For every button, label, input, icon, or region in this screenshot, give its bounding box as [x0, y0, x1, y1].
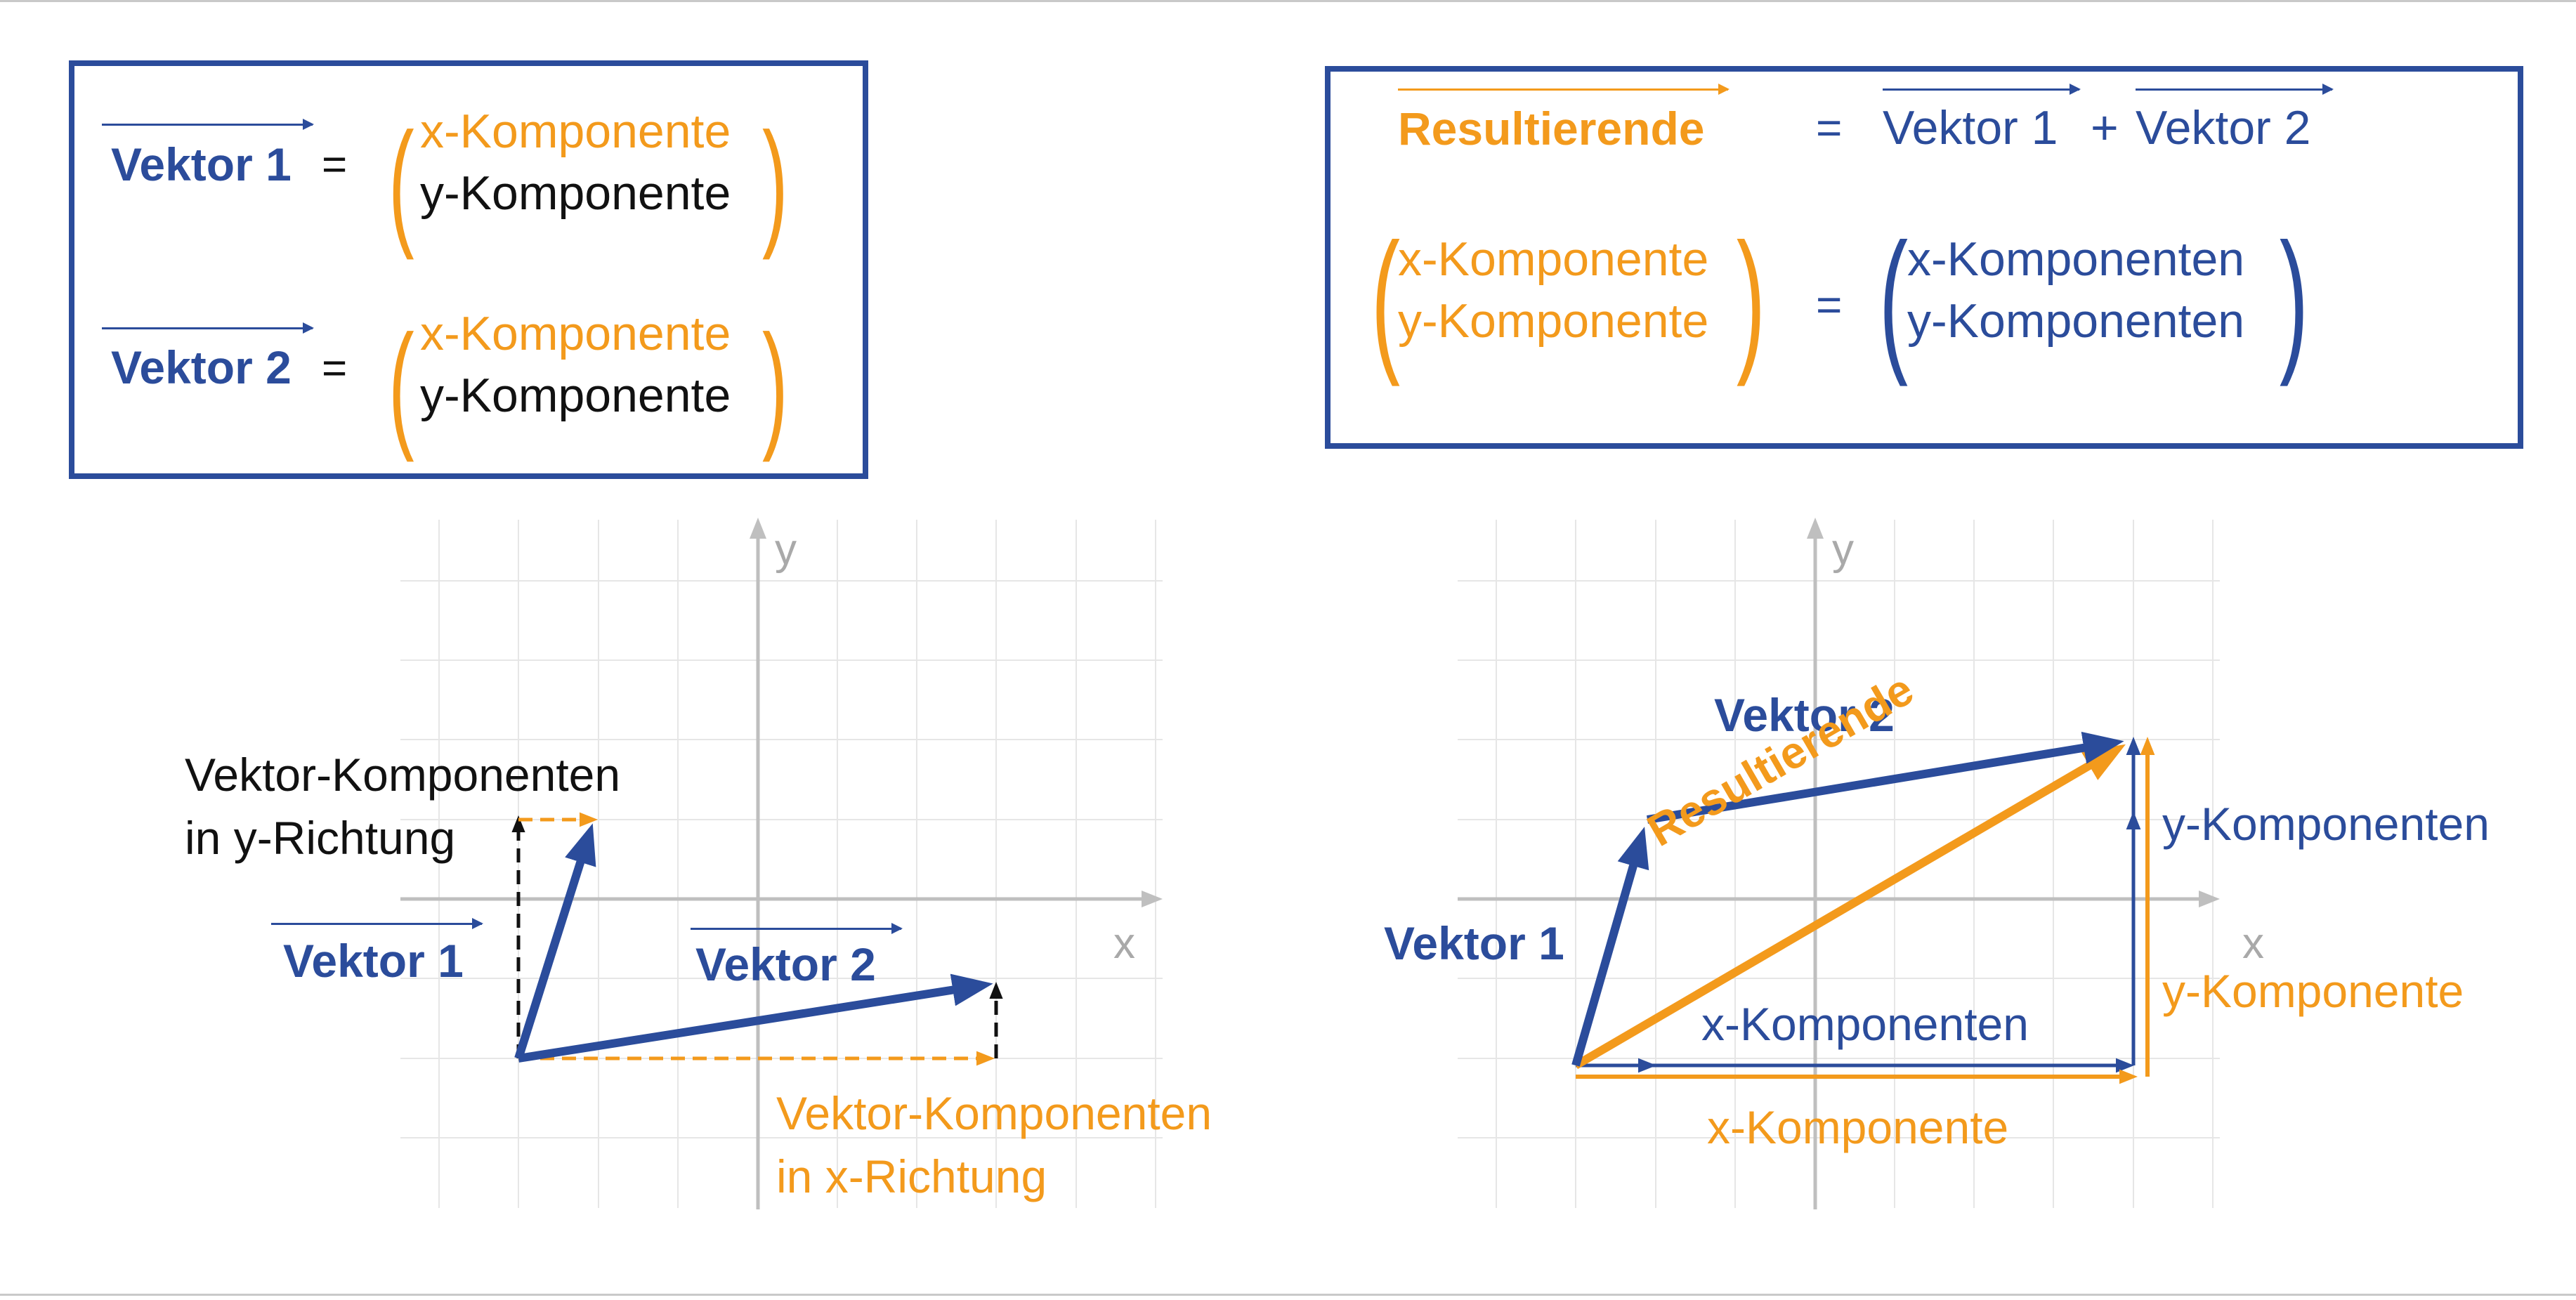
vector-arrow-overline: [102, 119, 314, 130]
right-x-component-label: x-Komponente: [1707, 1101, 2009, 1153]
box1-row2-y-component: y-Komponente: [420, 369, 731, 422]
right-vector-2-arrow: [1647, 731, 2124, 824]
left-diagram: [400, 518, 1163, 1209]
box2-resultant-label: Resultierende: [1398, 103, 1705, 155]
left-x-components-label-line2: in x-Richtung: [776, 1150, 1047, 1202]
box2-left-x-component: x-Komponente: [1398, 232, 1709, 286]
right-vector-1-arrow: [1571, 827, 1649, 1067]
left-vector1-label: Vektor 1: [283, 935, 464, 987]
vector-arrow-overline: [1398, 84, 1730, 95]
left-y-components-label-line2: in y-Richtung: [185, 812, 456, 864]
box1-equals-1: =: [322, 140, 348, 189]
vector-arrow-overline: [1883, 84, 2081, 95]
box1-row1-x-component: x-Komponente: [420, 105, 731, 158]
left-vector2-label: Vektor 2: [695, 938, 876, 990]
definition-box-vectors: [69, 60, 868, 479]
left-paren: (: [1878, 210, 1909, 387]
definition-box-resultant: [1325, 66, 2523, 449]
box2-equals-2: =: [1816, 280, 1843, 330]
right-paren: ): [2279, 210, 2309, 387]
right-diagram: [1458, 518, 2220, 1209]
box1-vector1-label: Vektor 1: [111, 138, 292, 190]
vector-arrow-overline: [691, 923, 903, 934]
top-divider: [0, 0, 2576, 2]
right-resultant-arrow: [1573, 744, 2126, 1070]
right-axis-x-label: x: [2242, 919, 2264, 968]
right-vector2-label: Vektor 2: [1714, 689, 1895, 741]
left-axis-x-label: x: [1113, 919, 1135, 968]
box1-vector2-label: Vektor 2: [111, 341, 292, 393]
box1-row2-x-component: x-Komponente: [420, 307, 731, 360]
bottom-divider: [0, 1294, 2576, 1296]
left-axis-y-label: y: [775, 525, 797, 574]
right-y-components-label: y-Komponenten: [2162, 798, 2490, 850]
box2-right-x-components: x-Komponenten: [1907, 232, 2245, 286]
left-x-components-label-line1: Vektor-Komponenten: [776, 1087, 1212, 1139]
left-y-components-label-line1: Vektor-Komponenten: [185, 749, 621, 801]
box2-right-y-components: y-Komponenten: [1907, 294, 2245, 348]
box1-equals-2: =: [322, 344, 348, 393]
vector-arrow-overline: [102, 322, 314, 334]
box1-row1-y-component: y-Komponente: [420, 166, 731, 220]
right-axis-y-label: y: [1832, 525, 1854, 574]
right-paren: ): [761, 104, 788, 261]
box2-vector1: Vektor 1: [1883, 101, 2058, 155]
left-paren: (: [1371, 210, 1401, 387]
box2-left-y-component: y-Komponente: [1398, 294, 1709, 348]
box2-plus: +: [2091, 101, 2119, 155]
left-paren: (: [388, 306, 414, 463]
right-x-components-label: x-Komponenten: [1701, 998, 2029, 1050]
vector-arrow-overline: [2136, 84, 2334, 95]
right-paren: ): [761, 306, 788, 463]
box2-vector2: Vektor 2: [2136, 101, 2311, 155]
right-paren: ): [1736, 210, 1766, 387]
right-vector1-label: Vektor 1: [1384, 917, 1564, 969]
box2-equals-1: =: [1816, 103, 1843, 153]
left-grid: [400, 520, 1163, 1208]
left-vector-1-arrow: [514, 823, 596, 1060]
vector-arrow-overline: [271, 918, 483, 929]
left-vector-2-arrow: [518, 973, 993, 1063]
right-y-component-label: y-Komponente: [2162, 965, 2464, 1017]
left-paren: (: [388, 104, 414, 261]
